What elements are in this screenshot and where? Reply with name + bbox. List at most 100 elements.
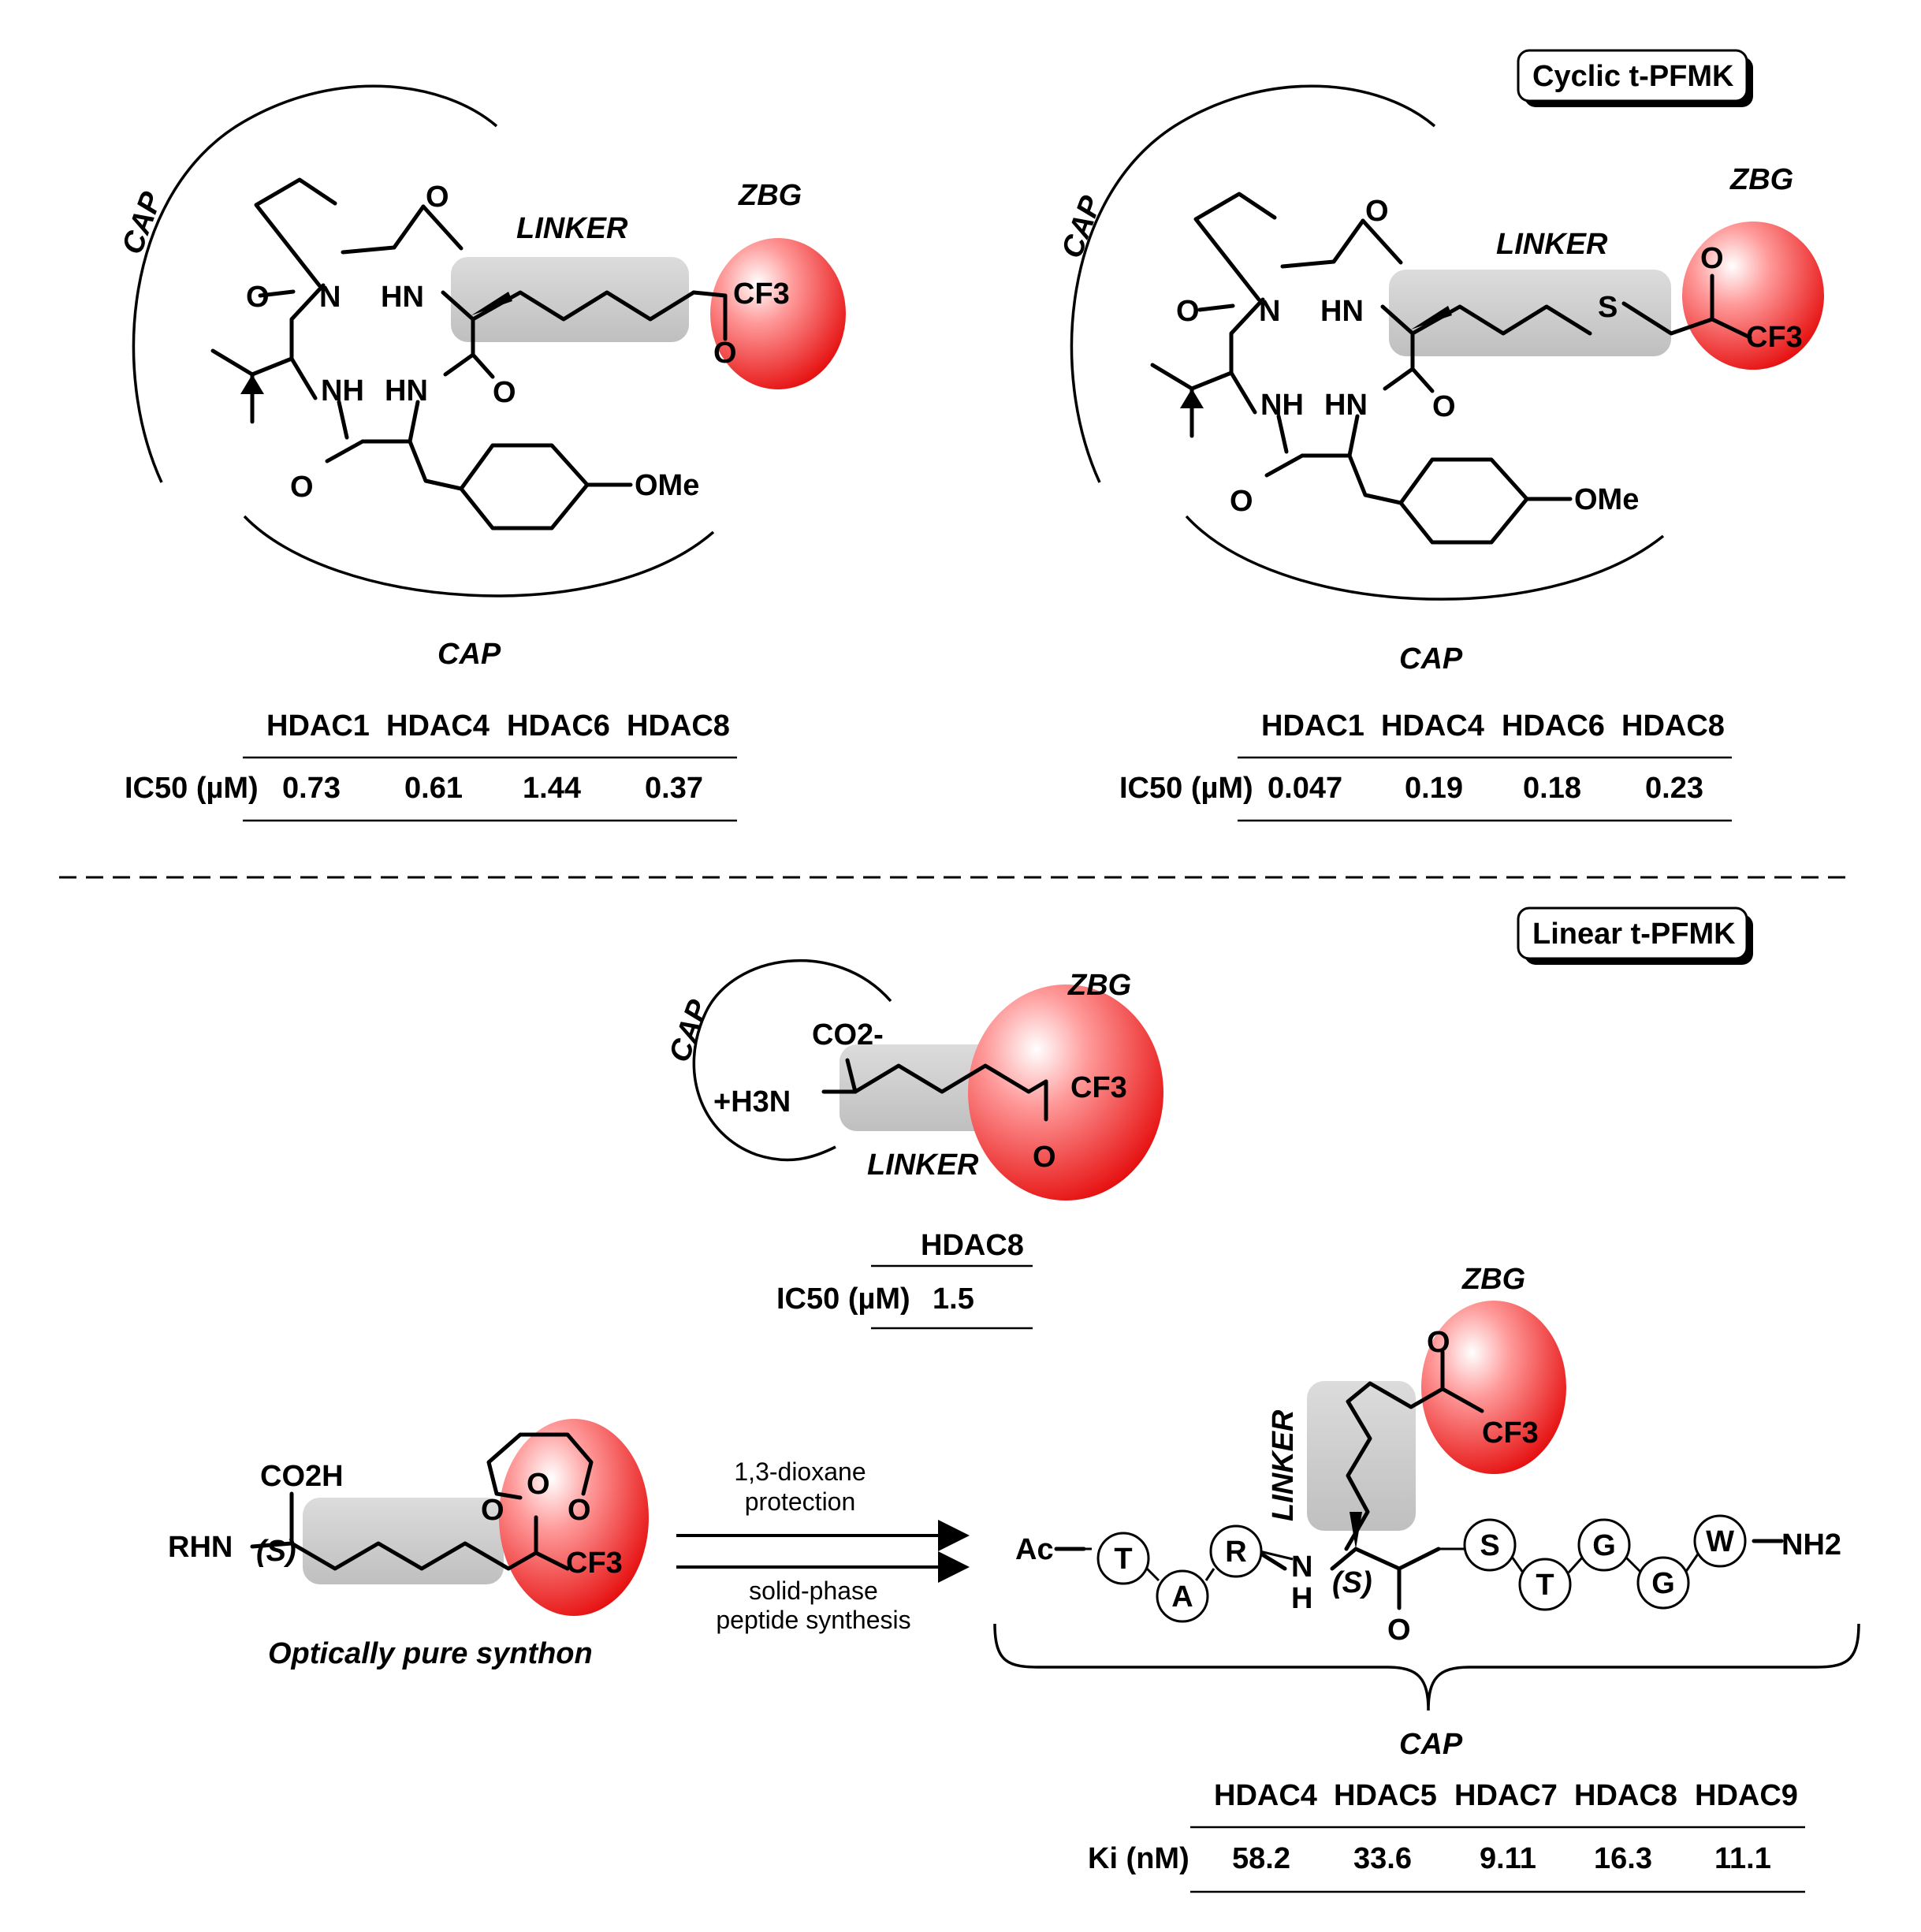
atom-rhn: RHN [168, 1531, 233, 1564]
reaction-arrows: 1,3-dioxane protection solid-phase pepti… [676, 1457, 970, 1634]
atom-hn: HN [1324, 389, 1368, 422]
cap-arc-bottom [243, 515, 715, 597]
residue-label: G [1592, 1529, 1616, 1562]
atom-ac: Ac [1015, 1533, 1054, 1566]
atom-o: O [527, 1468, 550, 1501]
table-header: HDAC5 [1334, 1779, 1437, 1812]
atom-o: O [1700, 242, 1724, 275]
zbg-ellipse [1682, 221, 1824, 370]
linker-box [1389, 270, 1671, 356]
table-header: HDAC6 [507, 709, 610, 743]
atom-o: O [1176, 295, 1200, 328]
atom-o: O [426, 181, 449, 214]
badge-cyclic: Cyclic t-PFMK [1517, 49, 1753, 107]
cap-label-left: CAP [116, 188, 169, 259]
residue-circle [1693, 1514, 1747, 1568]
table-row-label: IC50 (µM) [1119, 772, 1253, 805]
arrow-text: 1,3-dioxane [734, 1457, 866, 1486]
cyclic-compound-1: O N HN O NH HN O O OMe O CF3 CAP CAP LIN… [116, 84, 846, 671]
bond-skeleton [250, 1432, 594, 1571]
table-cell: 0.61 [404, 772, 463, 805]
cap-label: CAP [1399, 1728, 1463, 1761]
residue-circle [1518, 1558, 1572, 1611]
wedge-bond [1350, 1512, 1362, 1549]
table-cell: 0.73 [282, 772, 341, 805]
residue-label: A [1171, 1580, 1193, 1614]
cap-brace [993, 1623, 1860, 1711]
cap-label: CAP [663, 996, 716, 1067]
zbg-label: ZBG [1461, 1263, 1525, 1296]
linker-box [451, 257, 689, 342]
table-header: HDAC1 [266, 709, 370, 743]
linker-label: LINKER [1496, 228, 1608, 261]
table-cell: 0.23 [1645, 772, 1703, 805]
atom-o: O [1387, 1614, 1411, 1647]
wedge-bond-2 [1180, 389, 1204, 408]
cap-arc-left [132, 84, 498, 483]
table-row-label: IC50 (µM) [125, 772, 259, 805]
atom-ome: OMe [1574, 483, 1639, 516]
zbg-ellipse [1421, 1301, 1566, 1474]
table-header: HDAC4 [1381, 709, 1484, 743]
cyclic-compound-2: O N HN O NH HN O O OMe S O CF3 CAP CAP L… [1055, 84, 1824, 676]
zbg-label: ZBG [1729, 163, 1793, 196]
peptide-bond [1567, 1555, 1584, 1574]
residue-label: G [1651, 1567, 1675, 1600]
table-header: HDAC4 [386, 709, 490, 743]
atom-o: O [290, 471, 314, 504]
table-cell: 1.5 [933, 1282, 974, 1316]
peptide-bond [1145, 1567, 1160, 1582]
atom-cf3: CF3 [566, 1547, 623, 1580]
atom-o: O [1427, 1326, 1450, 1359]
atom-o: O [1432, 390, 1456, 423]
atom-o: O [713, 337, 737, 370]
bond-skeleton [1150, 192, 1752, 545]
table-row-label: IC50 (µM) [776, 1282, 910, 1316]
residue-circle [1636, 1556, 1690, 1610]
badge-text: Linear t-PFMK [1532, 918, 1736, 951]
table-header: HDAC1 [1261, 709, 1364, 743]
bond-skeleton [1054, 1349, 1784, 1610]
table-cell: 0.19 [1405, 772, 1463, 805]
table-cell: 1.44 [523, 772, 581, 805]
atom-o: O [246, 281, 270, 314]
cap-label-left: CAP [1055, 192, 1108, 262]
table-cell: 58.2 [1232, 1842, 1290, 1875]
zbg-ellipse [710, 238, 846, 389]
cap-label-bottom: CAP [1399, 642, 1463, 676]
residue-circle [1209, 1524, 1263, 1578]
table-cell: 9.11 [1480, 1842, 1536, 1875]
table-header: HDAC6 [1502, 709, 1605, 743]
atom-o: O [1365, 195, 1389, 228]
atom-cf3: CF3 [1746, 321, 1803, 354]
arrow-text: peptide synthesis [716, 1606, 910, 1634]
synthon-caption: Optically pure synthon [268, 1637, 593, 1670]
wedge-bond [1411, 306, 1452, 329]
peptide-bond [1259, 1550, 1294, 1561]
table-cell: 0.047 [1268, 772, 1342, 805]
bond-skeleton [210, 177, 728, 530]
atom-cf3: CF3 [733, 277, 790, 311]
atom-o: O [493, 376, 516, 409]
linker-box [840, 1044, 1011, 1131]
atom-ome: OMe [635, 469, 699, 502]
zbg-label: ZBG [738, 179, 802, 212]
ic50-table-3: HDAC8 IC50 (µM) 1.5 [776, 1229, 1033, 1330]
cap-label-bottom: CAP [437, 638, 501, 671]
table-cell: 0.18 [1523, 772, 1581, 805]
residue-circle [1577, 1518, 1631, 1572]
linker-box [303, 1498, 504, 1584]
cap-arc [692, 959, 892, 1162]
atom-h3n: +H3N [713, 1085, 791, 1119]
zbg-label: ZBG [1067, 969, 1131, 1002]
arrow-text: solid-phase [749, 1576, 878, 1605]
atom-nh: NH [1260, 389, 1304, 422]
cap-arc-bottom [1185, 515, 1665, 601]
badge-linear: Linear t-PFMK [1517, 906, 1753, 965]
atom-s: S [1598, 291, 1618, 324]
atom-cf3: CF3 [1482, 1416, 1539, 1450]
peptide-bond [1624, 1555, 1643, 1574]
atom-co2h: CO2H [260, 1460, 344, 1493]
